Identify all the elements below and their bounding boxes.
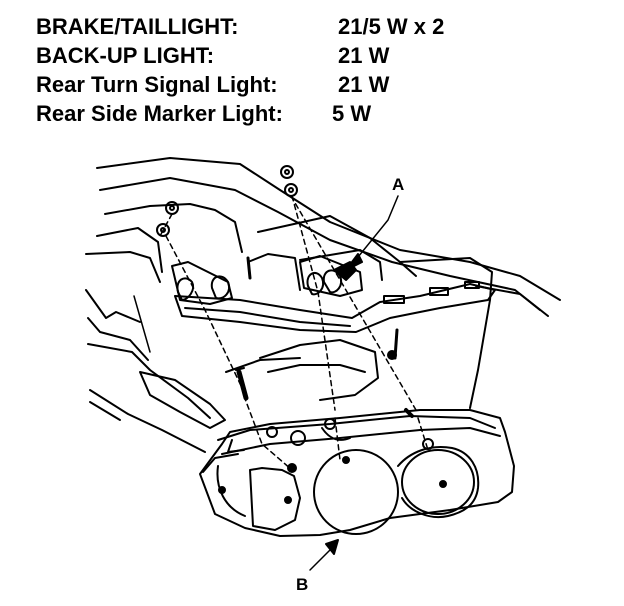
bolt-right-panel bbox=[393, 328, 399, 360]
mounting-panel bbox=[171, 255, 496, 333]
mounting-bolts bbox=[133, 256, 414, 418]
spec-label: Rear Side Marker Light: bbox=[36, 101, 283, 126]
bolt-alignment-lines bbox=[159, 195, 429, 471]
bolt-left bbox=[235, 367, 249, 401]
spec-value: 21/5 W x 2 bbox=[338, 14, 445, 39]
spec-label: Rear Turn Signal Light: bbox=[36, 72, 278, 97]
nut-top-center-1 bbox=[280, 165, 294, 179]
callout-b: B bbox=[296, 539, 339, 594]
spec-label: BACK-UP LIGHT: bbox=[36, 43, 215, 68]
spec-value: 5 W bbox=[332, 101, 372, 126]
vehicle-body-outline bbox=[85, 157, 561, 453]
callout-a-label: A bbox=[392, 175, 404, 194]
taillight-assembly bbox=[199, 409, 515, 537]
nut-top-left-1 bbox=[165, 201, 179, 215]
callout-b-label: B bbox=[296, 575, 308, 594]
bolt-far-left bbox=[133, 295, 151, 353]
spec-value: 21 W bbox=[338, 72, 390, 97]
spec-label: BRAKE/TAILLIGHT: bbox=[36, 14, 239, 39]
nut-top-center-2 bbox=[284, 183, 298, 197]
callout-a: A bbox=[345, 175, 404, 271]
screw-center-stud bbox=[246, 256, 252, 280]
spec-value: 21 W bbox=[338, 43, 390, 68]
